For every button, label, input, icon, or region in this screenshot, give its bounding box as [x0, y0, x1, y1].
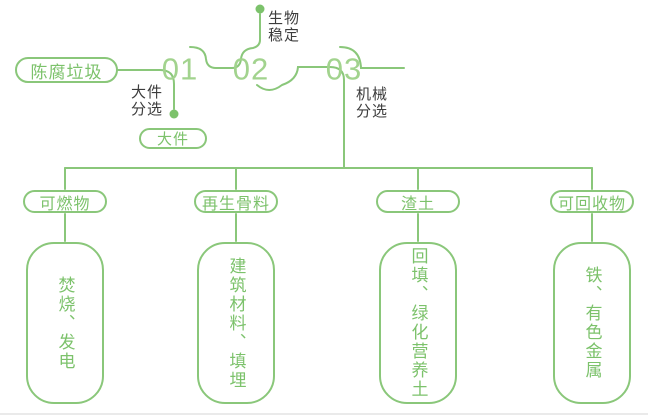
step-01-label-line1: 大件: [131, 84, 164, 101]
detail-text: 建筑材料、填埋: [226, 256, 246, 390]
bottom-divider: [0, 413, 648, 415]
category-label: 渣土: [400, 195, 435, 213]
source-node: 陈腐垃圾: [15, 57, 118, 83]
category-label: 再生骨料: [201, 195, 270, 213]
category-recyclables: 可回收物: [550, 190, 634, 213]
step-number-02: 02: [232, 51, 270, 87]
line-03-out: [339, 46, 405, 69]
bio-dot: [255, 4, 265, 14]
detail-text: 铁、有色金属: [582, 266, 602, 380]
detail-text: 焚烧、发电: [55, 275, 75, 371]
step-03-label-line2: 分选: [356, 103, 389, 120]
detail-box-combustibles: 焚烧、发电: [26, 242, 104, 404]
bulky-dot: [169, 109, 179, 119]
step-number-03: 03: [325, 51, 363, 87]
source-label: 陈腐垃圾: [30, 62, 103, 82]
line-02-to-branches: [256, 66, 345, 169]
line-01-to-02: [189, 13, 261, 69]
step-03-label-line1: 机械: [356, 86, 389, 103]
step-03-label: 机械 分选: [356, 86, 388, 120]
category-slag-soil: 渣土: [376, 190, 460, 213]
line-source-to-bulky: [117, 69, 175, 110]
category-recycled-aggregate: 再生骨料: [194, 190, 278, 213]
category-label: 可回收物: [557, 195, 626, 213]
bulky-item-node: 大件: [139, 128, 207, 149]
step-number-01: 01: [161, 51, 199, 87]
step-01-label: 大件 分选: [131, 84, 163, 118]
step-02-label: 生物 稳定: [268, 10, 300, 44]
detail-text: 回填、绿化营养土: [408, 247, 428, 399]
step-02-label-line2: 稳定: [268, 27, 301, 44]
category-combustibles: 可燃物: [23, 190, 107, 213]
category-label: 可燃物: [39, 195, 91, 213]
detail-box-slag-soil: 回填、绿化营养土: [379, 242, 457, 404]
step-02-label-line1: 生物: [268, 10, 301, 27]
step-01-label-line2: 分选: [131, 101, 164, 118]
detail-box-recyclables: 铁、有色金属: [553, 242, 631, 404]
bulky-item-label: 大件: [156, 131, 189, 148]
detail-box-recycled-aggregate: 建筑材料、填埋: [197, 242, 275, 404]
